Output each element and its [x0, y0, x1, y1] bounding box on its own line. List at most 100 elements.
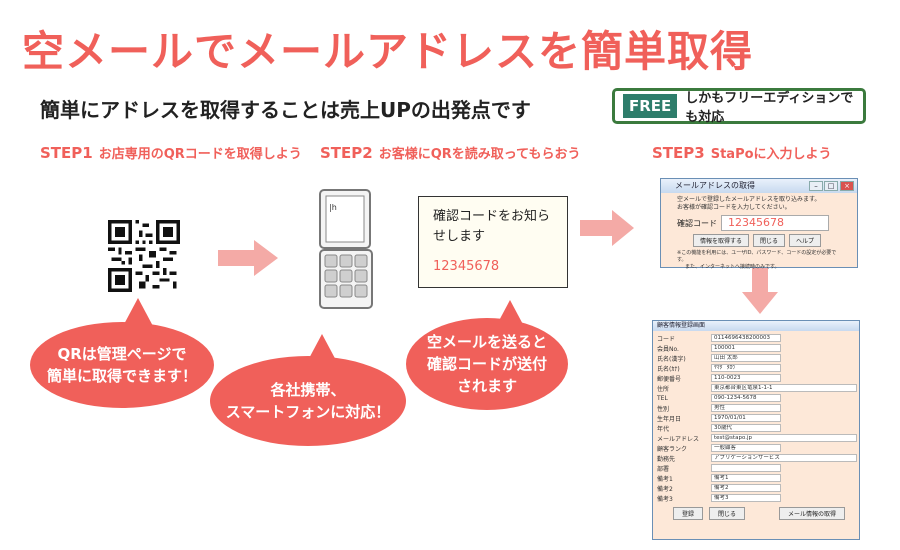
form-row-input[interactable]: 1970/01/01 — [711, 414, 781, 422]
form-row-input[interactable]: 一般顧客 — [711, 444, 781, 452]
form-row: 年代 30歳代 — [653, 423, 859, 433]
form-row: メールアドレス test@stapo.jp — [653, 433, 859, 443]
arrow-down-icon — [742, 268, 778, 318]
form-row-label: 会員No. — [657, 345, 679, 353]
form-row-input[interactable]: 30歳代 — [711, 424, 781, 432]
form-row-input[interactable] — [711, 464, 781, 472]
free-tag: FREE — [623, 94, 678, 118]
form-row: 備考1 備考1 — [653, 473, 859, 483]
form-row-input[interactable]: 備考2 — [711, 484, 781, 492]
dialog-message-1: 空メールで登録したメールアドレスを取り込みます。 — [677, 196, 821, 203]
form-row-label: 備考3 — [657, 495, 673, 503]
code-label: 確認コード — [677, 218, 717, 228]
dialog-message-2: お客様が確認コードを入力してください。 — [677, 204, 791, 211]
mail-fetch-dialog: メールアドレスの取得 – □ × 空メールで登録したメールアドレスを取り込みます… — [660, 178, 858, 270]
arrow-right-icon — [580, 210, 634, 250]
form-row: 氏名(漢字) 山田 太郎 — [653, 353, 859, 363]
dialog-close-button[interactable]: 閉じる — [753, 234, 786, 247]
register-button[interactable]: 登録 — [673, 507, 704, 520]
step1-heading: STEP1 お店専用のQRコードを取得しよう — [40, 143, 302, 162]
confirmation-message-text: 確認コードをお知らせします — [433, 209, 551, 244]
qr-bubble: QRは管理ページで 簡単に取得できます！ — [30, 322, 214, 408]
form-row: 生年月日 1970/01/01 — [653, 413, 859, 423]
form-row-label: 部署 — [657, 465, 670, 473]
form-title: 顧客情報登録画面 — [657, 322, 706, 329]
form-row: 勤務先 アプリケーションサービス — [653, 453, 859, 463]
form-row: 備考2 備考2 — [653, 483, 859, 493]
step3-heading: STEP3 StaPoに入力しよう — [652, 143, 832, 162]
form-row-label: 年代 — [657, 425, 670, 433]
code-input[interactable]: 12345678 — [721, 215, 829, 231]
confirmation-message: 確認コードをお知らせします 12345678 — [418, 196, 568, 288]
page-subtitle: 簡単にアドレスを取得することは売上UPの出発点です — [40, 98, 531, 122]
phone-bubble: 各社携帯、 スマートフォンに対応！ — [210, 356, 406, 446]
form-row-label: メールアドレス — [657, 435, 700, 443]
step2-heading: STEP2 お客様にQRを読み取ってもらおう — [320, 143, 580, 162]
step2-text: お客様にQRを読み取ってもらおう — [378, 147, 581, 162]
form-row-label: 性別 — [657, 405, 670, 413]
svg-text:|h: |h — [329, 203, 337, 212]
form-row-input[interactable]: 100001 — [711, 344, 781, 352]
form-row: コード 0114696438200003 — [653, 333, 859, 343]
form-row: 備考3 備考3 — [653, 493, 859, 503]
form-row: 会員No. 100001 — [653, 343, 859, 353]
page-title: 空メールでメールアドレスを簡単取得 — [22, 27, 754, 76]
step1-label: STEP1 — [40, 144, 93, 162]
dialog-titlebar: メールアドレスの取得 – □ × — [661, 179, 857, 193]
form-row-input[interactable]: 男性 — [711, 404, 781, 412]
dialog-footnote-2: また、インターネットへ接続時のみです。 — [685, 264, 780, 270]
form-row: 郵便番号 110-0023 — [653, 373, 859, 383]
form-row-input[interactable]: 090-1234-5678 — [711, 394, 781, 402]
dialog-title: メールアドレスの取得 — [675, 181, 755, 190]
step1-text: お店専用のQRコードを取得しよう — [98, 147, 302, 162]
form-row-label: 氏名(漢字) — [657, 355, 686, 363]
fetch-info-button[interactable]: 情報を取得する — [693, 234, 750, 247]
free-badge-text: しかもフリーエディションでも対応 — [685, 91, 854, 125]
form-row-label: 郵便番号 — [657, 375, 682, 383]
form-titlebar: 顧客情報登録画面 — [653, 321, 859, 331]
close-button[interactable]: × — [840, 181, 854, 191]
form-row: 住所 東京都台東区竜泉1-1-1 — [653, 383, 859, 393]
confirmation-code: 12345678 — [433, 259, 500, 274]
form-row: 性別 男性 — [653, 403, 859, 413]
free-badge: FREE しかもフリーエディションでも対応 — [612, 88, 866, 125]
form-row-input[interactable]: 0114696438200003 — [711, 334, 781, 342]
dialog-footnote-1: ※この機能を利用には、ユーザID、パスワード、コードの設定が必要です。 — [677, 250, 837, 263]
form-row-label: 顧客ランク — [657, 445, 688, 453]
qr-code-icon — [108, 220, 180, 292]
form-row-label: 備考1 — [657, 475, 673, 483]
form-fields: コード 0114696438200003 会員No. 100001 氏名(漢字) 山田 太… — [653, 331, 859, 503]
step3-text: StaPoに入力しよう — [710, 147, 832, 162]
form-row-label: TEL — [657, 394, 668, 402]
form-row-input[interactable]: 備考3 — [711, 494, 781, 502]
form-row: 部署 — [653, 463, 859, 473]
form-row-label: 生年月日 — [657, 415, 682, 423]
form-row: 氏名(ｶﾅ) ﾔﾏﾀﾞ ﾀﾛｳ — [653, 363, 859, 373]
form-row-label: 勤務先 — [657, 455, 676, 463]
form-row-input[interactable]: 110-0023 — [711, 374, 781, 382]
form-row-input[interactable]: 山田 太郎 — [711, 354, 781, 362]
form-row: TEL 090-1234-5678 — [653, 393, 859, 403]
minimize-button[interactable]: – — [809, 181, 823, 191]
arrow-right-icon — [218, 240, 278, 280]
form-row-input[interactable]: 東京都台東区竜泉1-1-1 — [711, 384, 857, 392]
step2-label: STEP2 — [320, 144, 373, 162]
mail-bubble: 空メールを送ると 確認コードが送付 されます — [406, 318, 568, 410]
help-button[interactable]: ヘルプ — [789, 234, 822, 247]
flip-phone-icon: |h — [318, 188, 374, 316]
form-row-label: 氏名(ｶﾅ) — [657, 365, 680, 373]
form-close-button[interactable]: 閉じる — [709, 507, 746, 520]
step3-label: STEP3 — [652, 144, 705, 162]
form-row-input[interactable]: ﾔﾏﾀﾞ ﾀﾛｳ — [711, 364, 781, 372]
form-row-label: コード — [657, 335, 676, 343]
form-row-input[interactable]: アプリケーションサービス — [711, 454, 857, 462]
form-row-label: 備考2 — [657, 485, 673, 493]
form-row: 顧客ランク 一般顧客 — [653, 443, 859, 453]
fetch-mail-button[interactable]: メール情報の取得 — [779, 507, 846, 520]
form-row-input[interactable]: 備考1 — [711, 474, 781, 482]
form-row-label: 住所 — [657, 385, 670, 393]
form-row-input[interactable]: test@stapo.jp — [711, 434, 857, 442]
maximize-button[interactable]: □ — [824, 181, 838, 191]
form-buttons: 登録 閉じる メール情報の取得 — [653, 503, 859, 520]
